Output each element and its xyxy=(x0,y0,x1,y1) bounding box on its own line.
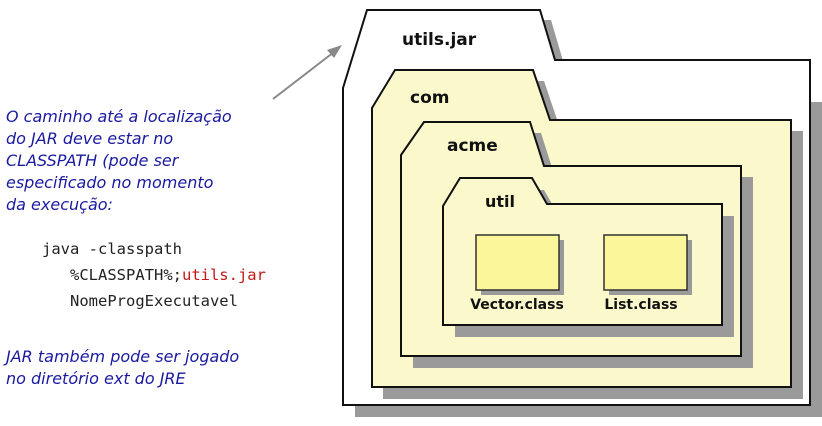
pointer-arrow xyxy=(272,45,342,100)
classpath-note-line: CLASSPATH (pode ser xyxy=(6,151,179,170)
file-label-list-class: List.class xyxy=(604,297,677,313)
classpath-note-line: da execução: xyxy=(6,195,113,214)
file-list-class-icon xyxy=(603,234,688,291)
java-command: java -classpath %CLASSPATH%;utils.jar No… xyxy=(42,236,266,314)
command-line-3: NomeProgExecutavel xyxy=(70,292,238,310)
folder-label-utils-jar: utils.jar xyxy=(402,30,477,50)
folder-label-acme: acme xyxy=(447,136,498,156)
folder-label-util: util xyxy=(485,192,515,211)
ext-dir-note-line: JAR também pode ser jogado xyxy=(6,347,240,366)
classpath-note-line: especificado no momento xyxy=(6,173,214,192)
command-jar-name: utils.jar xyxy=(181,266,266,284)
command-line-2: %CLASSPATH%;utils.jar xyxy=(42,262,266,288)
file-vector-class-icon xyxy=(475,234,560,291)
file-label-vector-class: Vector.class xyxy=(470,297,564,313)
classpath-note-line: do JAR deve estar no xyxy=(6,129,174,148)
folder-label-com: com xyxy=(410,88,449,108)
classpath-note: O caminho até a localização do JAR deve … xyxy=(6,106,232,216)
command-classpath-var: %CLASSPATH%; xyxy=(70,266,182,284)
file-list-class: List.class xyxy=(603,234,692,313)
command-line-1: java -classpath xyxy=(42,240,182,258)
classpath-note-line: O caminho até a localização xyxy=(6,107,232,126)
ext-dir-note-line: no diretório ext do JRE xyxy=(6,369,186,388)
ext-dir-note: JAR também pode ser jogado no diretório … xyxy=(6,346,239,390)
file-vector-class: Vector.class xyxy=(470,234,564,313)
